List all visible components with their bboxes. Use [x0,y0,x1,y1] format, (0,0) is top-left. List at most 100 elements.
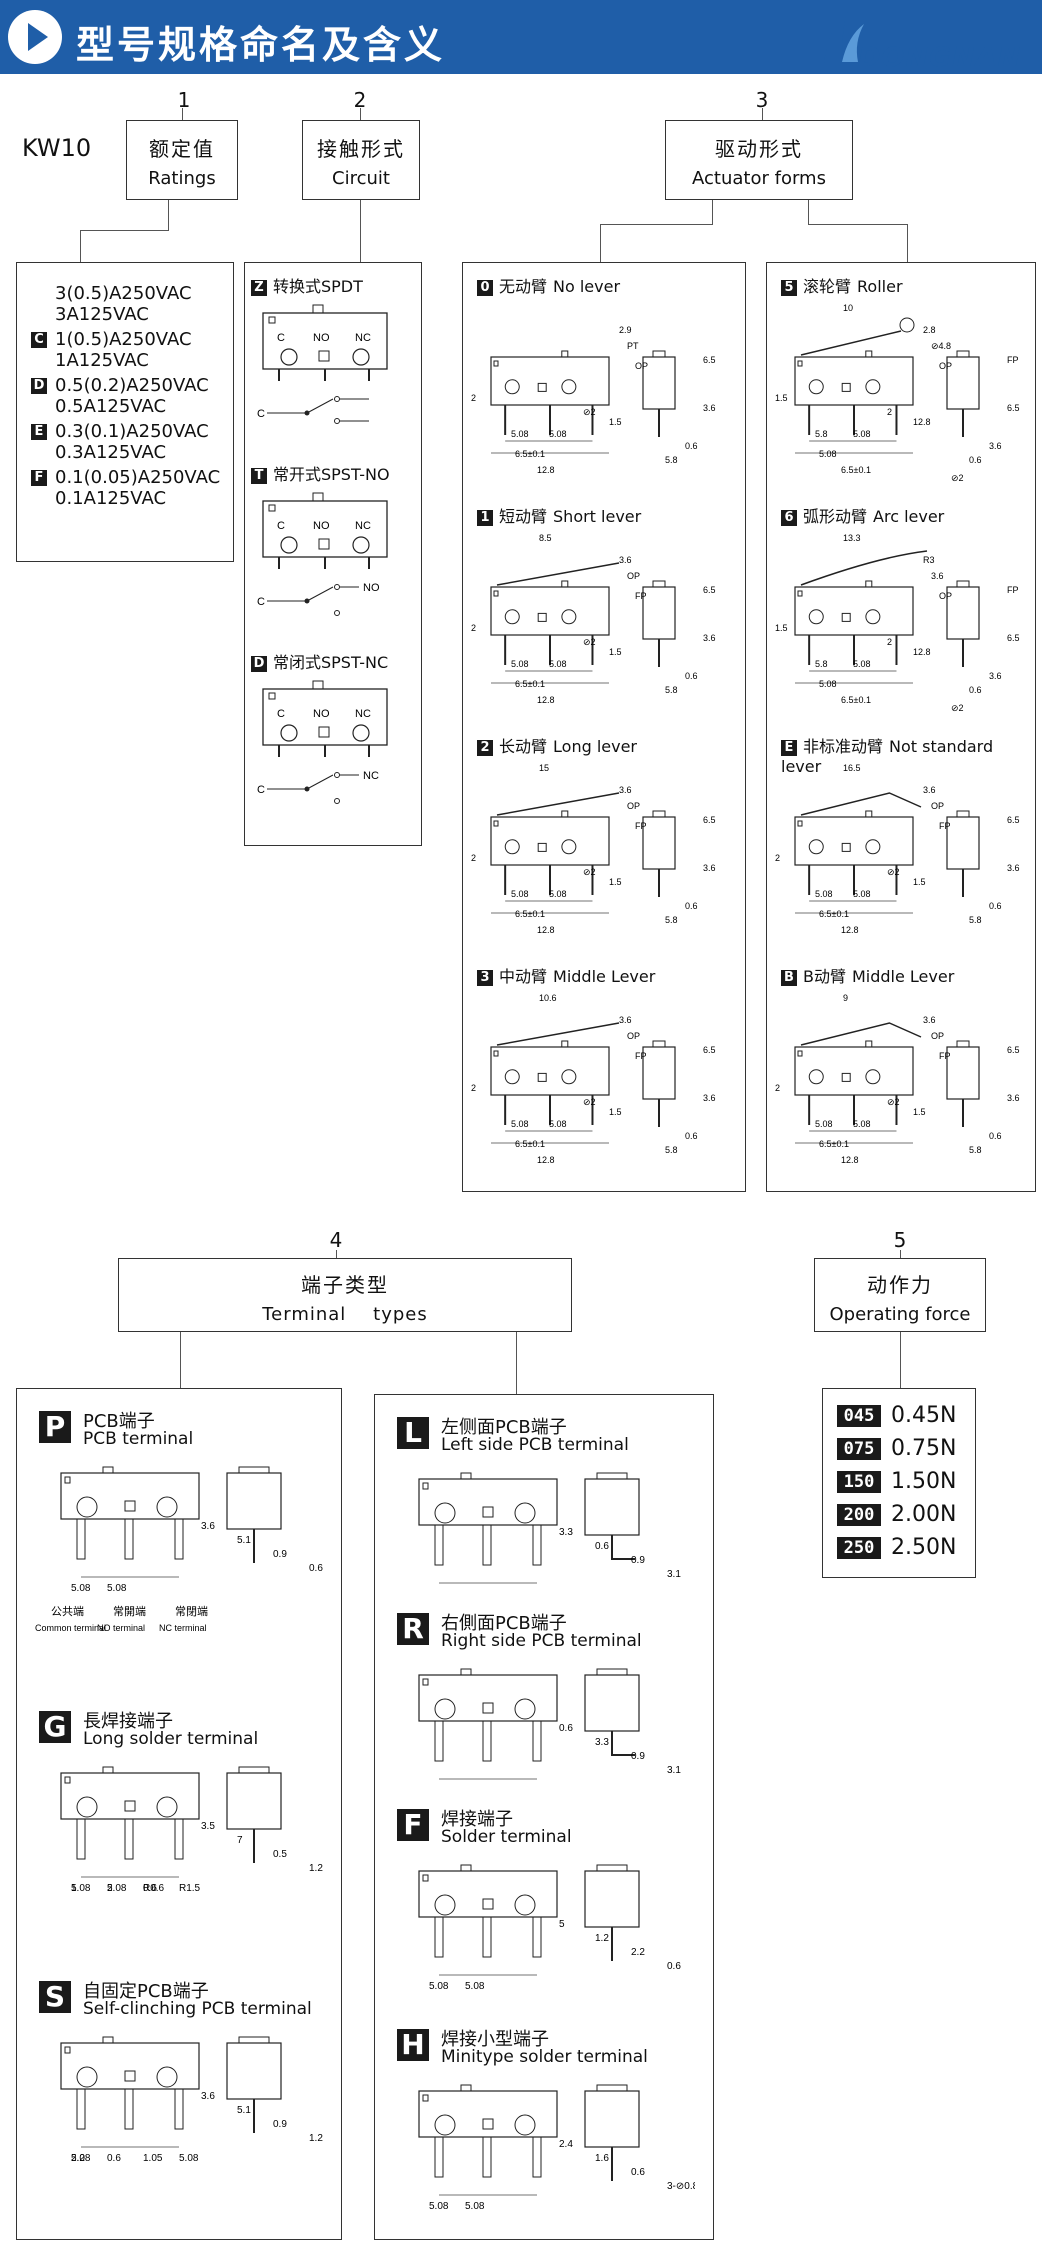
actuator-dimension: FP [939,821,951,831]
section-1-cn: 额定值 [149,137,215,161]
actuator-dimension: 6.5 [1007,1045,1020,1055]
terminal-code-badge: R [397,1613,429,1645]
actuator-dimension: 5.8 [665,1145,678,1155]
actuator-dimension: 3.6 [1007,1093,1020,1103]
actuator-dimension: 3.6 [931,571,944,581]
terminal-dimension: 5 [559,1919,565,1930]
actuator-dimension: 0.6 [685,441,698,451]
terminal-drawing: 2.41.60.63-⊘0.85.085.08 [418,2084,695,2212]
force-code-badge: 045 [837,1404,881,1427]
terminal-dimension: 5.08 [179,2153,199,2164]
terminal-dimension: 2.4 [559,2139,573,2150]
section-1-header: 额定值 Ratings [126,120,238,200]
terminal-dimension: 1.2 [595,1933,609,1944]
actuator-dimension: 5.08 [511,659,529,669]
actuator-code-badge: 2 [477,739,493,756]
actuator-dimension: ⊘2 [583,867,596,877]
actuator-dimension: 6.5 [1007,815,1020,825]
circuit-symbol-c: C [257,408,265,420]
actuator-code-badge: 3 [477,969,493,986]
actuator-dimension: OP [627,1031,640,1041]
terminal-dimension: 1.6 [595,2153,609,2164]
actuator-lever-length: 8.5 [539,533,552,543]
rating-line-2: 1A125VAC [55,350,149,371]
force-value: 2.00N [891,1502,957,1527]
actuator-dimension: 5.08 [511,429,529,439]
actuator-dimension: 5.08 [549,889,567,899]
actuator-dimension: 6.5±0.1 [841,695,871,705]
terminal-en: Long solder terminal [83,1729,259,1749]
actuator-dimension: 1.5 [775,393,788,403]
actuator-cn: 滚轮臂 [803,277,852,296]
actuator-dimension: 6.5±0.1 [841,465,871,475]
actuator-dimension: 5.8 [815,429,828,439]
rating-code-badge: D [31,378,47,394]
section-2-header: 接触形式 Circuit [302,120,420,200]
actuator-dimension: 6.5 [1007,633,1020,643]
terminal-dimension: 5.08 [107,1583,127,1594]
actuator-dimension: 1.5 [609,1107,622,1117]
force-value: 0.75N [891,1436,957,1461]
terminal-dimension: 7 [237,1835,243,1846]
actuator-code-badge: 6 [781,509,797,526]
terminal-dimension: 5.08 [71,1883,91,1894]
terminal-dimension: 3.6 [201,2091,215,2102]
terminal-dimension: 5.08 [429,2201,449,2212]
actuator-en: Long lever [553,737,637,756]
actuator-dimension: 0.6 [685,1131,698,1141]
force-code-badge: 150 [837,1470,881,1493]
actuator-cn: 无动臂 [499,277,548,296]
terminal-dimension: 3.3 [559,1527,573,1538]
actuator-lever-length: 9 [843,993,848,1003]
actuator-cn: 非标准动臂 [803,737,884,756]
section-1-en: Ratings [148,168,216,189]
terminal-pin-cn: 常開端 [113,1605,146,1618]
actuator-dimension: 12.8 [537,695,555,705]
actuator-dimension: 6.5 [703,815,716,825]
section-4-header: 端子类型 Terminal types [118,1258,572,1332]
terminal-dimension: 5.08 [71,2153,91,2164]
actuator-dimension: 6.5±0.1 [515,1139,545,1149]
section-5-cn: 动作力 [867,1273,933,1297]
terminal-dimension: 3.1 [667,1569,681,1580]
actuator-dimension: ⊘2 [887,867,900,877]
circuit-code-badge: Z [251,279,267,296]
actuator-cn: 短动臂 [499,507,548,526]
force-code-badge: 200 [837,1503,881,1526]
terminal-dimension: 3-⊘0.8 [667,2181,695,2192]
actuator-dimension: 3.6 [703,1093,716,1103]
actuator-dimension: 5.08 [549,659,567,669]
circuit-symbol-c: C [257,596,265,608]
terminal-cn: 左侧面PCB端子 [441,1417,567,1438]
actuator-dimension: 3.6 [619,555,632,565]
terminal-en: Right side PCB terminal [441,1631,642,1651]
rating-code-badge: E [31,424,47,440]
terminal-dimension: 0.9 [273,1549,287,1560]
circuit-symbol-label: NO [363,582,380,594]
actuator-dimension: OP [635,361,648,371]
actuator-dimension: ⊘2 [583,407,596,417]
circuit-label: 常开式SPST-NO [273,465,390,484]
section-5-header: 动作力 Operating force [814,1258,986,1332]
